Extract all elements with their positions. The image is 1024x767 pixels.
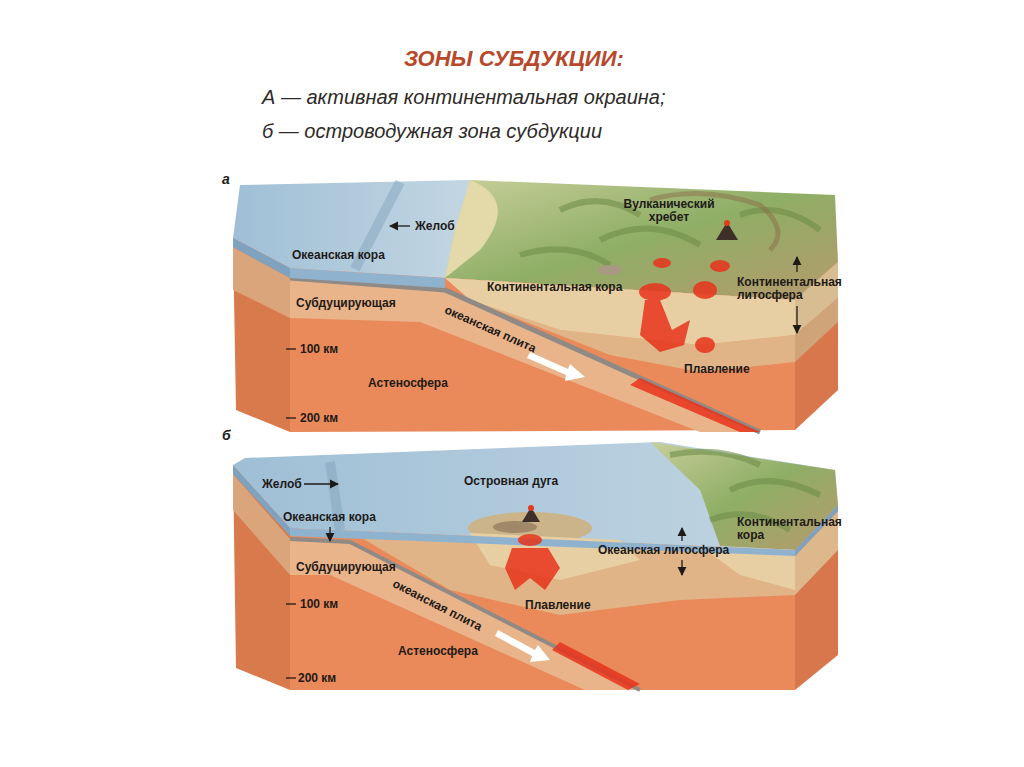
subtitle-line: б — островодужная зона субдукции <box>262 119 602 143</box>
continental-crust-label: Континентальная кора <box>487 281 622 294</box>
depth-label: 200 км <box>298 672 336 685</box>
oceanic-crust-label: Океанская кора <box>292 249 385 262</box>
asthenosphere-label: Астеносфера <box>368 377 448 390</box>
diagram-title: ЗОНЫ СУБДУКЦИИ: <box>404 46 624 72</box>
oceanic-plate-label: океанская плита <box>442 303 537 355</box>
depth-label: 100 км <box>300 598 338 611</box>
melting-label: Плавление <box>684 363 750 376</box>
panel-letter: б <box>222 429 231 442</box>
depth-label: 200 км <box>300 412 338 425</box>
subducting-plate-label: Субдуцирующая <box>296 297 396 310</box>
volcanic-ridge-label: Вулканический хребет <box>620 198 718 224</box>
subducting-plate-label: Субдуцирующая <box>296 561 396 574</box>
melting-label: Плавление <box>525 599 591 612</box>
block-a <box>233 180 838 432</box>
continental-crust-label: Континентальная кора <box>737 516 852 542</box>
trench-label: Желоб <box>262 478 302 491</box>
island-arc-label: Островная дуга <box>464 475 558 488</box>
oceanic-lithosphere-label: Океанская литосфера <box>598 544 729 557</box>
continental-lithosphere-label: Континентальная литосфера <box>737 276 852 302</box>
depth-label: 100 км <box>300 343 338 356</box>
subtitle-line: А — активная континентальная окраина; <box>262 85 665 109</box>
oceanic-plate-label: океанская плита <box>390 577 484 633</box>
asthenosphere-label: Астеносфера <box>398 645 478 658</box>
block-b <box>233 442 838 690</box>
oceanic-crust-label: Океанская кора <box>283 511 376 524</box>
trench-label: Желоб <box>415 220 455 233</box>
panel-letter: а <box>222 173 230 186</box>
